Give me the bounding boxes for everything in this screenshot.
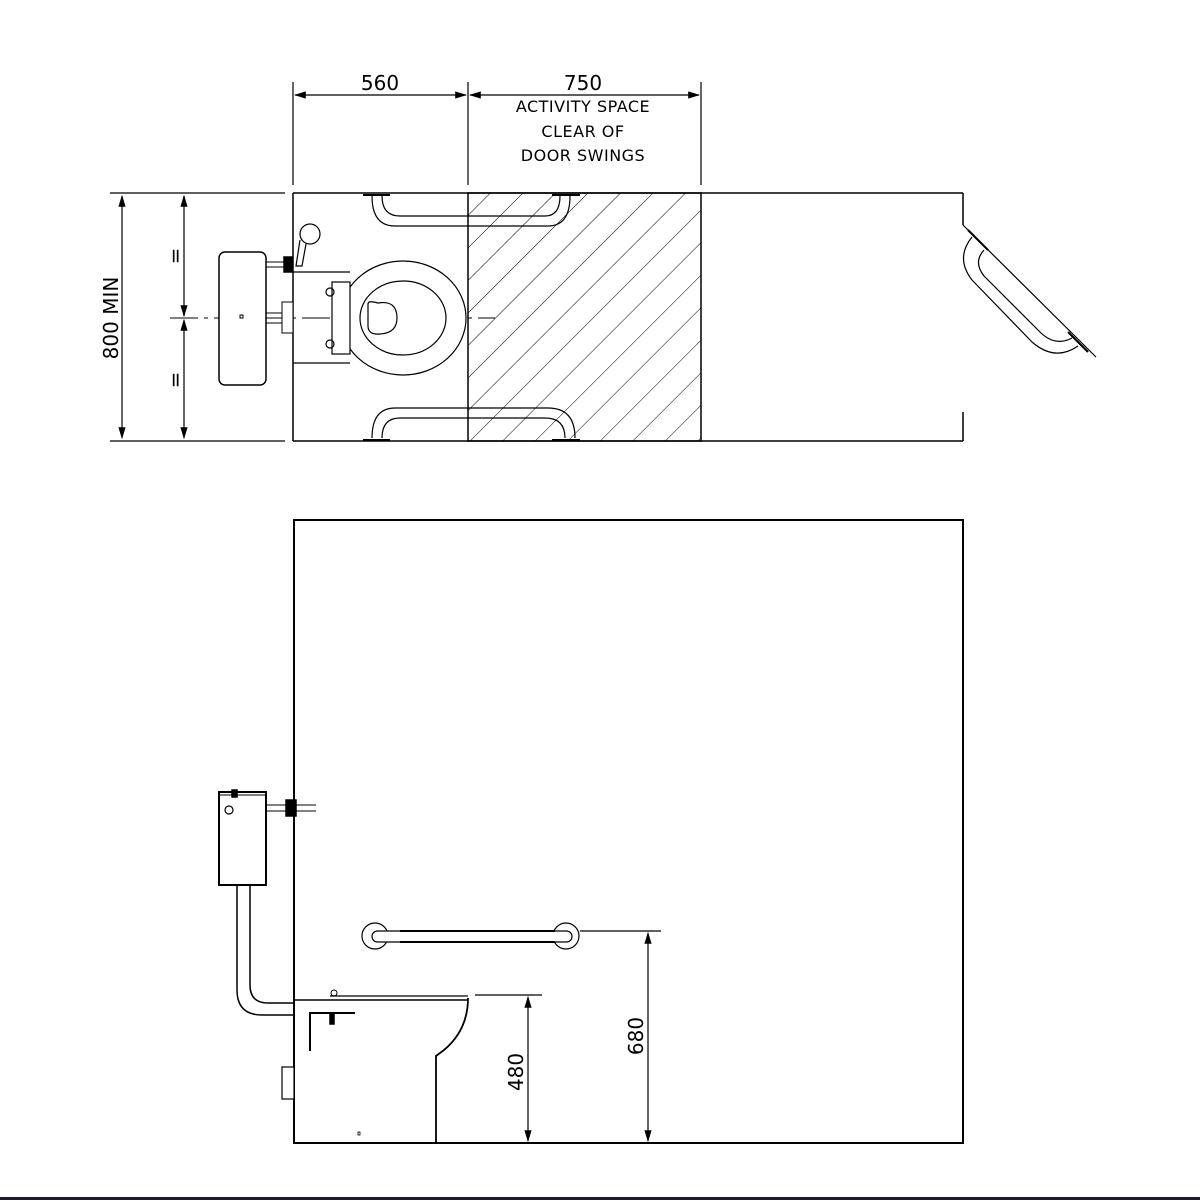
cistern-plan <box>218 251 294 386</box>
activity-note-line1: ACTIVITY SPACE <box>516 97 650 116</box>
dim-label-800-min: 800 MIN <box>99 277 123 360</box>
dimension-750 <box>468 82 702 185</box>
door-swing-rail <box>962 224 1097 358</box>
dim-label-680: 680 <box>624 1017 648 1055</box>
activity-note-line3: DOOR SWINGS <box>521 146 645 165</box>
elevation-view <box>218 519 964 1144</box>
dim-label-equal-top: = <box>163 248 187 265</box>
dim-label-equal-bottom: = <box>163 372 187 389</box>
flush-lever-plan <box>295 223 321 267</box>
dimension-560 <box>292 82 469 185</box>
grab-rail-elevation <box>361 922 580 950</box>
dimension-680 <box>580 930 661 1143</box>
toilet-pan-plan <box>293 260 467 376</box>
bottom-border <box>0 1197 1200 1200</box>
dim-label-560: 560 <box>361 71 399 95</box>
dim-label-750: 750 <box>564 71 602 95</box>
grab-rail-bottom-plan <box>363 407 580 441</box>
activity-note-line2: CLEAR OF <box>541 122 624 141</box>
cistern-elevation <box>218 789 316 1016</box>
elevation-wall-outline <box>293 519 964 1144</box>
dimension-480 <box>475 994 542 1143</box>
dim-label-480: 480 <box>504 1053 528 1091</box>
activity-space-hatch <box>467 192 702 442</box>
grab-rail-top-plan <box>363 194 580 227</box>
toilet-elevation <box>281 989 469 1143</box>
plan-view <box>110 82 1097 442</box>
